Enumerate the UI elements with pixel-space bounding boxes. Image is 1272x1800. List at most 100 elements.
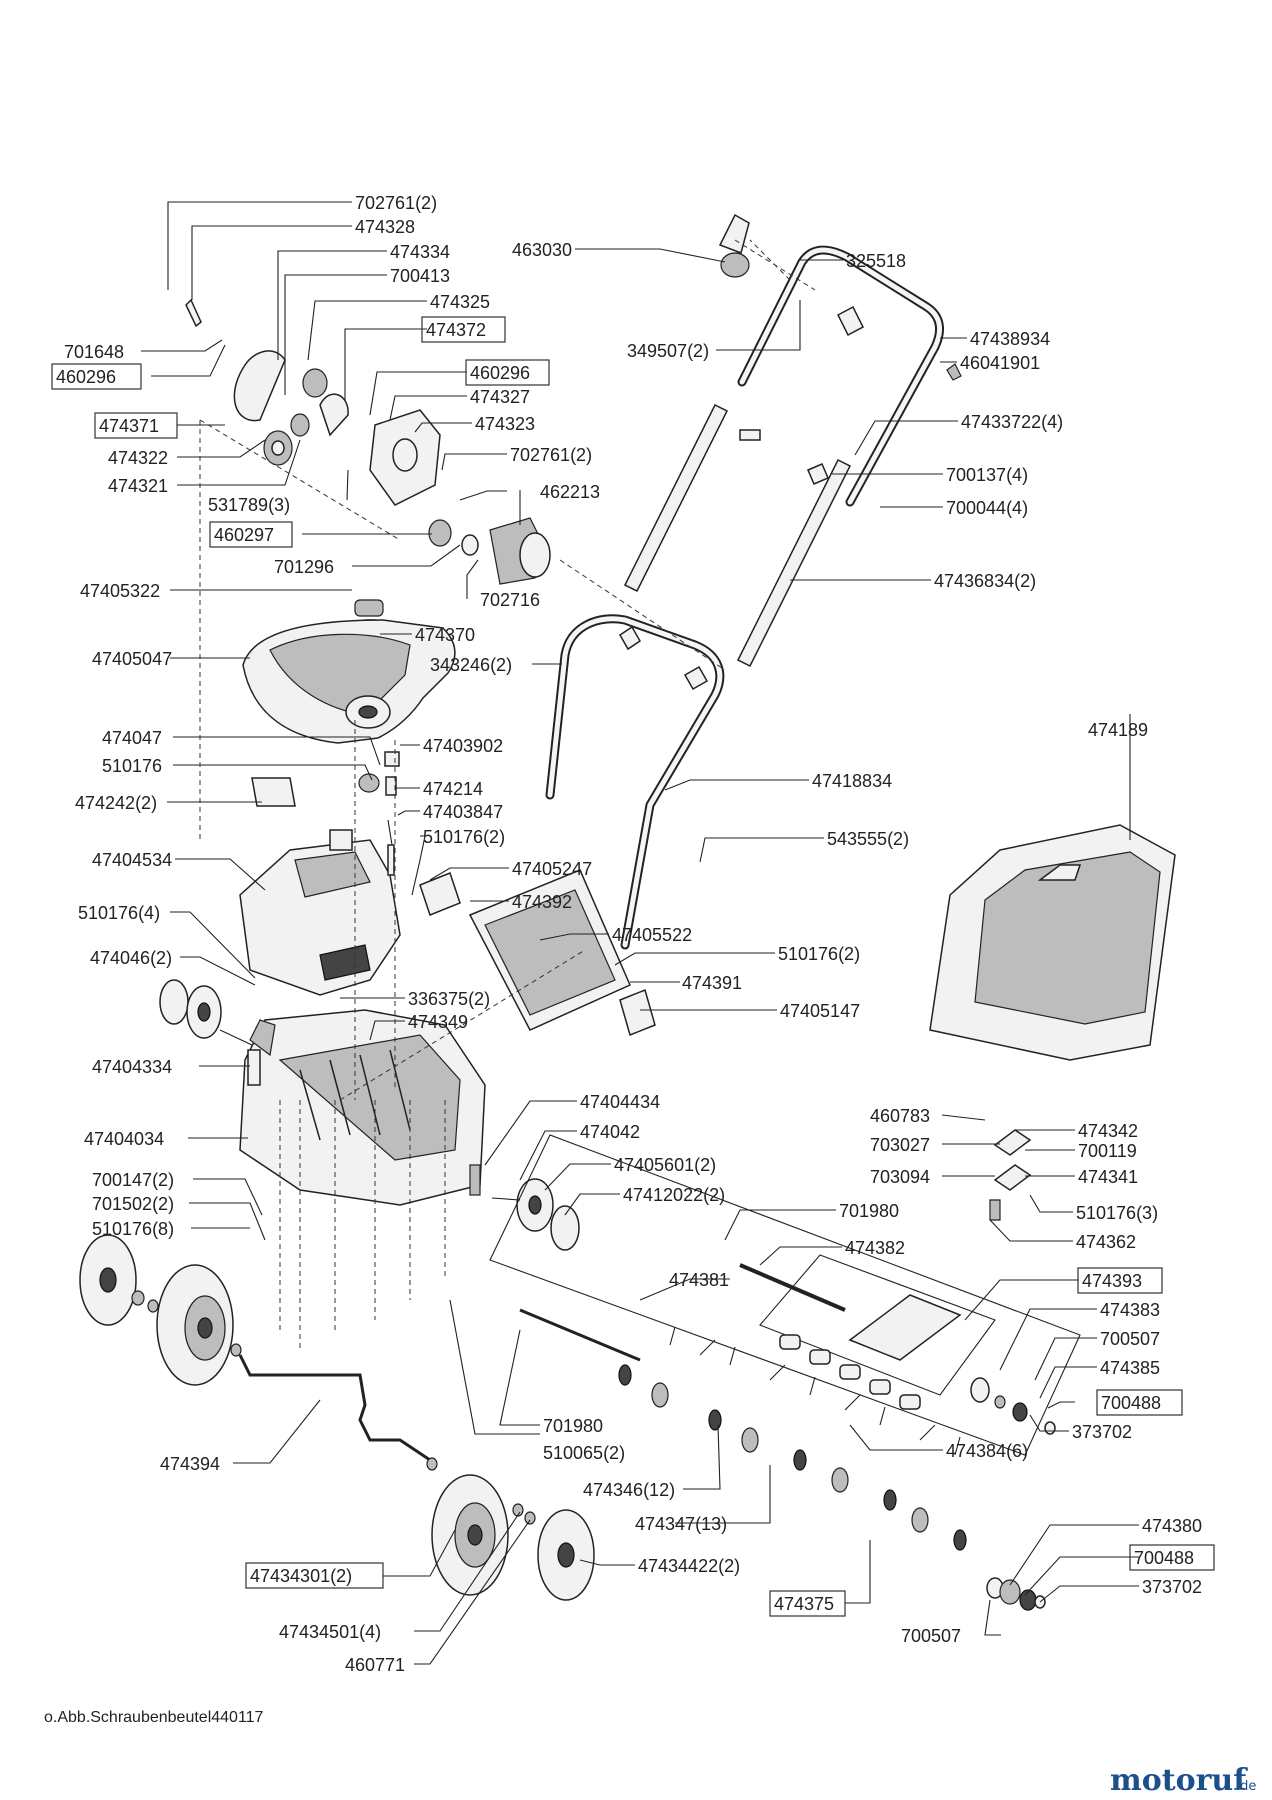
label-474328: 474328 bbox=[355, 217, 415, 237]
label-701980: 701980 bbox=[839, 1201, 899, 1221]
label-700488: 700488 bbox=[1101, 1393, 1161, 1413]
label-510176-3: 510176(3) bbox=[1076, 1203, 1158, 1223]
label-702761-2b: 702761(2) bbox=[510, 445, 592, 465]
main-deck bbox=[239, 1009, 486, 1206]
label-702716: 702716 bbox=[480, 590, 540, 610]
label-47405522: 47405522 bbox=[612, 925, 692, 945]
rear-flap bbox=[419, 869, 656, 1037]
label-700507-2: 700507 bbox=[901, 1626, 961, 1646]
label-474362: 474362 bbox=[1076, 1232, 1136, 1252]
big-wheels bbox=[79, 1234, 595, 1601]
label-474370: 474370 bbox=[415, 625, 475, 645]
label-47418834: 47418834 bbox=[812, 771, 892, 791]
handle-assembly bbox=[545, 213, 962, 950]
label-474334: 474334 bbox=[390, 242, 450, 262]
label-463030: 463030 bbox=[512, 240, 572, 260]
label-frames bbox=[51, 316, 1215, 1617]
label-700119: 700119 bbox=[1078, 1141, 1137, 1161]
label-474327: 474327 bbox=[470, 387, 530, 407]
label-510176: 510176 bbox=[102, 756, 162, 776]
tine-blades bbox=[669, 1326, 961, 1456]
leader-lines bbox=[141, 201, 1139, 1665]
label-336375-2: 336375(2) bbox=[408, 989, 490, 1009]
label-474382: 474382 bbox=[845, 1238, 905, 1258]
label-47412022-2: 47412022(2) bbox=[623, 1185, 725, 1205]
label-462213: 462213 bbox=[540, 482, 600, 502]
label-47403847: 47403847 bbox=[423, 802, 503, 822]
label-474346-12: 474346(12) bbox=[583, 1480, 675, 1500]
label-474381: 474381 bbox=[669, 1270, 729, 1290]
label-46041901: 46041901 bbox=[960, 353, 1040, 373]
label-531789-3: 531789(3) bbox=[208, 495, 290, 515]
motoruf-logo: motoruf .de bbox=[1110, 1763, 1256, 1798]
grass-catcher bbox=[929, 824, 1176, 1061]
label-474371: 474371 bbox=[99, 416, 159, 436]
label-47434501-4: 47434501(4) bbox=[279, 1622, 381, 1642]
label-474323: 474323 bbox=[475, 414, 535, 434]
label-474341: 474341 bbox=[1078, 1167, 1138, 1187]
label-325518: 325518 bbox=[846, 251, 906, 271]
label-474375: 474375 bbox=[774, 1594, 834, 1614]
label-474322: 474322 bbox=[108, 448, 168, 468]
label-47405147: 47405147 bbox=[780, 1001, 860, 1021]
label-474394: 474394 bbox=[160, 1454, 220, 1474]
label-349507-2: 349507(2) bbox=[627, 341, 709, 361]
label-373702: 373702 bbox=[1072, 1422, 1132, 1442]
front-small-wheels bbox=[469, 1164, 580, 1251]
label-510176-8: 510176(8) bbox=[92, 1219, 174, 1239]
label-700413: 700413 bbox=[390, 266, 450, 286]
label-460771: 460771 bbox=[345, 1655, 405, 1675]
label-474372: 474372 bbox=[426, 320, 486, 340]
label-510065-2: 510065(2) bbox=[543, 1443, 625, 1463]
label-474380: 474380 bbox=[1142, 1516, 1202, 1536]
label-474349: 474349 bbox=[408, 1012, 468, 1032]
label-701296: 701296 bbox=[274, 557, 334, 577]
label-373702-2: 373702 bbox=[1142, 1577, 1202, 1597]
label-474385: 474385 bbox=[1100, 1358, 1160, 1378]
label-47404334: 47404334 bbox=[92, 1057, 172, 1077]
label-701502-2: 701502(2) bbox=[92, 1194, 174, 1214]
part-drawings bbox=[79, 213, 1176, 1611]
label-47438934: 47438934 bbox=[970, 329, 1050, 349]
label-343246-2: 343246(2) bbox=[430, 655, 512, 675]
logo-text: motoruf bbox=[1110, 1763, 1248, 1798]
label-510176-4: 510176(4) bbox=[78, 903, 160, 923]
label-460783: 460783 bbox=[870, 1106, 930, 1126]
label-701648: 701648 bbox=[64, 342, 124, 362]
label-700147-2: 700147(2) bbox=[92, 1170, 174, 1190]
label-47404434: 47404434 bbox=[580, 1092, 660, 1112]
label-47434422-2: 47434422(2) bbox=[638, 1556, 740, 1576]
label-700507: 700507 bbox=[1100, 1329, 1160, 1349]
label-47405247: 47405247 bbox=[512, 859, 592, 879]
label-700044-4: 700044(4) bbox=[946, 498, 1028, 518]
height-adjust-rod bbox=[238, 1354, 438, 1471]
label-700488-2: 700488 bbox=[1134, 1548, 1194, 1568]
footer-note: o.Abb.Schraubenbeutel440117 bbox=[44, 1709, 264, 1726]
label-47436834-2: 47436834(2) bbox=[934, 571, 1036, 591]
label-47433722-4: 47433722(4) bbox=[961, 412, 1063, 432]
label-474047: 474047 bbox=[102, 728, 162, 748]
switch-box bbox=[239, 819, 401, 996]
assembly-lines bbox=[199, 239, 816, 1350]
label-543555-2: 543555(2) bbox=[827, 829, 909, 849]
label-460296: 460296 bbox=[56, 367, 116, 387]
label-474392: 474392 bbox=[512, 892, 572, 912]
label-460296-2: 460296 bbox=[470, 363, 530, 383]
label-47403902: 47403902 bbox=[423, 736, 503, 756]
motor-cover bbox=[242, 619, 456, 807]
label-474042: 474042 bbox=[580, 1122, 640, 1142]
label-700137-4: 700137(4) bbox=[946, 465, 1028, 485]
roller-end-parts bbox=[986, 1577, 1046, 1611]
label-47405047: 47405047 bbox=[92, 649, 172, 669]
label-701980-2: 701980 bbox=[543, 1416, 603, 1436]
label-474325: 474325 bbox=[430, 292, 490, 312]
label-474046-2: 474046(2) bbox=[90, 948, 172, 968]
label-474347-13: 474347(13) bbox=[635, 1514, 727, 1534]
label-474393: 474393 bbox=[1082, 1271, 1142, 1291]
lever-parts bbox=[989, 1129, 1032, 1221]
gearbox-assembly bbox=[185, 298, 551, 643]
label-474391: 474391 bbox=[682, 973, 742, 993]
label-47404534: 47404534 bbox=[92, 850, 172, 870]
label-47434301-2: 47434301(2) bbox=[250, 1566, 352, 1586]
